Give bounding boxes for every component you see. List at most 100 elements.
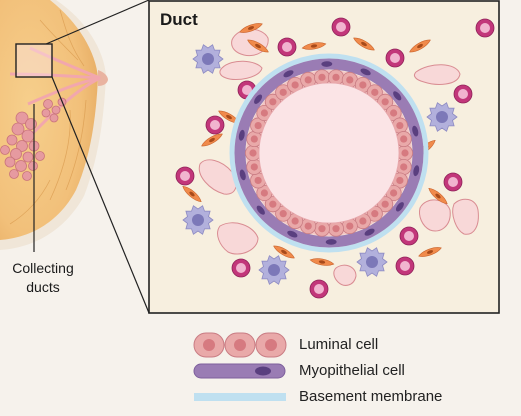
zoom-connector-top (45, 0, 150, 45)
myoepithelial-nucleus (393, 91, 402, 101)
nipple (98, 70, 108, 86)
fibroblast-nucleus (361, 41, 367, 47)
callout-line-1: Collecting (12, 260, 74, 276)
luminal-nucleus (401, 149, 409, 157)
myoepithelial-nucleus (395, 202, 404, 212)
fibroblast-nucleus (426, 250, 434, 254)
lymphocyte-nucleus (448, 177, 458, 187)
lymphocyte-nucleus (282, 42, 292, 52)
luminal-nucleus (260, 189, 268, 197)
myoepithelial-nucleus (360, 68, 371, 76)
fibroblast (301, 42, 327, 50)
legend-label-basement-membrane: Basement membrane (299, 388, 443, 405)
macrophage-nucleus (202, 53, 214, 65)
myoepithelial-nucleus (238, 129, 245, 141)
fibroblast (182, 185, 202, 203)
myoepithelial-nuclei (238, 61, 420, 245)
lymphocyte-nucleus (404, 231, 414, 241)
luminal-nucleus (254, 121, 262, 130)
fibroblast-nucleus (226, 114, 232, 120)
legend-icon-luminal-cell (193, 332, 287, 358)
lymphocyte-nucleus (390, 53, 400, 63)
luminal-nucleus (346, 222, 354, 230)
fibroblast (201, 133, 223, 147)
fibroblast (409, 39, 431, 53)
adipocyte (452, 198, 479, 235)
legend-icon-basement-membrane (194, 393, 286, 401)
luminal-nucleus (250, 135, 258, 143)
myoepithelial-nucleus (321, 61, 333, 67)
fibroblast (239, 23, 263, 33)
fibroblast (273, 245, 295, 259)
luminal-nucleus (400, 163, 408, 171)
zoom-connector-bottom (51, 76, 150, 314)
inset-title: Duct (160, 10, 198, 29)
myoepithelial-nucleus (256, 205, 265, 215)
zoom-region-box (15, 43, 53, 78)
fibroblast (309, 258, 335, 266)
adipocyte (219, 60, 263, 81)
luminal-nucleus (371, 88, 379, 96)
fibroblast-nucleus (209, 137, 215, 143)
myoepithelial-nucleus (287, 230, 298, 238)
callout-line-2: ducts (26, 279, 60, 295)
fibroblast-nucleus (255, 43, 261, 49)
fibroblast-nucleus (310, 44, 318, 48)
luminal-nucleus (304, 76, 312, 84)
macrophage-nucleus (268, 264, 280, 276)
adipocyte (333, 264, 357, 286)
luminal-cells (244, 69, 413, 237)
myoepithelial-nucleus (364, 228, 375, 236)
luminal-nucleus (279, 88, 287, 96)
myoepithelial-nucleus (254, 94, 263, 104)
fibroblast-nucleus (417, 43, 423, 49)
legend-icon-myoepithelial-cell (193, 363, 286, 379)
fibroblast (428, 187, 448, 205)
luminal-nucleus (381, 200, 389, 208)
lymphocyte-nucleus (210, 120, 220, 130)
adipocyte (217, 222, 259, 255)
luminal-nucleus (332, 225, 340, 233)
luminal-nucleus (371, 210, 379, 218)
duct-cross-section (229, 53, 429, 253)
lymphocyte-nucleus (180, 171, 190, 181)
lymphocyte-nucleus (458, 89, 468, 99)
luminal-nucleus (291, 217, 299, 225)
lumen (258, 82, 400, 224)
breast-cross-section (0, 0, 108, 250)
luminal-nucleus (359, 81, 367, 89)
myoepithelial-nucleus (413, 165, 420, 177)
macrophage-nucleus (192, 214, 204, 226)
lymphocyte-nucleus (314, 284, 324, 294)
lymphocyte-nucleus (242, 85, 252, 95)
macrophage-nucleus (366, 256, 378, 268)
luminal-nucleus (381, 98, 389, 106)
myoepithelial-nucleus (325, 239, 337, 245)
luminal-nucleus (269, 200, 277, 208)
luminal-nucleus (254, 176, 262, 185)
myoepithelial-nucleus (239, 169, 246, 181)
luminal-nucleus (396, 176, 404, 185)
luminal-nucleus (359, 217, 367, 225)
luminal-nucleus (318, 73, 326, 81)
lymphocyte-nucleus (236, 263, 246, 273)
adipocyte (198, 159, 237, 195)
fibroblast (418, 247, 442, 257)
luminal-nucleus (279, 210, 287, 218)
myoepithelial-nucleus (412, 125, 419, 137)
luminal-nucleus (269, 98, 277, 106)
luminal-nucleus (390, 109, 398, 117)
macrophage-nucleus (436, 111, 448, 123)
luminal-nucleus (260, 109, 268, 117)
adipocyte (413, 64, 461, 85)
legend-label-luminal-cell: Luminal cell (299, 336, 379, 353)
fibroblast-nucleus (318, 260, 326, 264)
collecting-ducts-label: Collecting ducts (0, 259, 86, 297)
basement-membrane (229, 53, 429, 253)
luminal-nucleus (304, 222, 312, 230)
myoepithelial-nucleus (283, 70, 294, 78)
lymphocyte-nucleus (480, 23, 490, 33)
fibroblast (247, 39, 269, 53)
luminal-nucleus (390, 189, 398, 197)
